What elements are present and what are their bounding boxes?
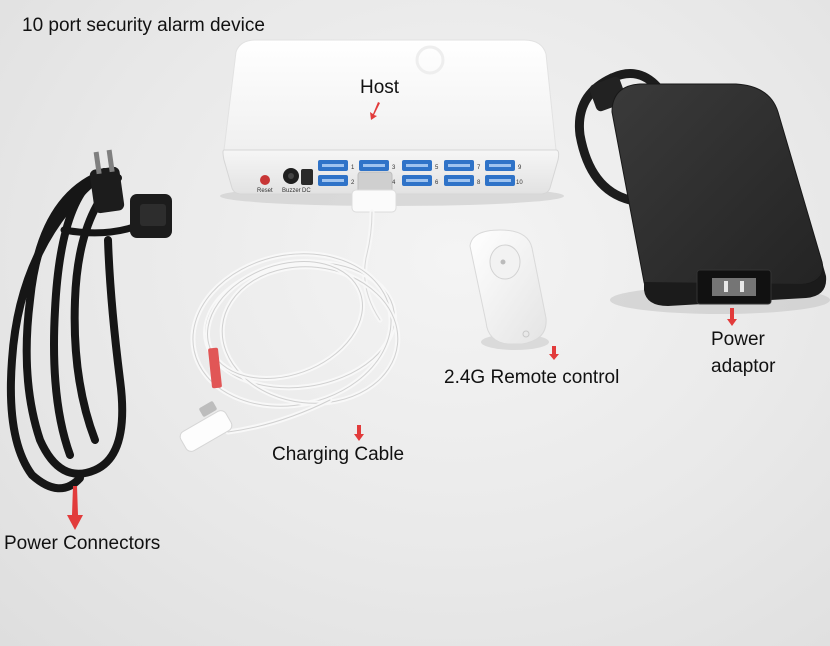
power-adaptor [574,69,827,306]
power-adaptor-label: Power adaptor [711,326,775,380]
power-connectors-label: Power Connectors [4,533,161,554]
port-number: 9 [518,165,522,171]
cable-red-tag [208,347,222,389]
port-number: 3 [392,165,396,171]
power-connectors-arrow-icon [67,486,83,530]
adaptor-arrow-icon [727,308,737,326]
reset-button-icon [260,175,270,185]
port-number: 6 [435,180,439,186]
host-logo-icon [415,45,445,75]
port-number: 1 [351,165,355,171]
dc-label: DC [302,188,311,194]
charging-cable-label: Charging Cable [272,444,405,465]
remote-control-label: 2.4G Remote control [444,367,620,388]
port-number: 2 [351,180,355,186]
port-number: 10 [516,180,523,186]
us-plug [89,166,125,214]
host-device: Reset Buzzer DC 1 2 3 4 5 6 7 8 9 10 [222,39,560,195]
charging-cable [179,171,401,452]
power-adaptor-label-line1: Power [711,329,765,350]
host-label: Host [360,77,400,98]
page-title: 10 port security alarm device [22,15,265,36]
dc-jack-icon [301,169,313,185]
host-arrow-icon [370,102,380,120]
buzzer-label: Buzzer [282,188,301,194]
reset-label: Reset [257,188,273,194]
cable-arrow-icon [354,425,364,441]
power-adaptor-label-line2: adaptor [711,356,776,377]
port-number: 8 [477,180,481,186]
type-c-plug [179,410,233,452]
port-number: 7 [477,165,481,171]
port-number: 5 [435,165,439,171]
remote-control [469,229,547,345]
port-number: 4 [392,180,396,186]
remote-arrow-icon [549,346,559,360]
power-connectors [6,149,172,493]
